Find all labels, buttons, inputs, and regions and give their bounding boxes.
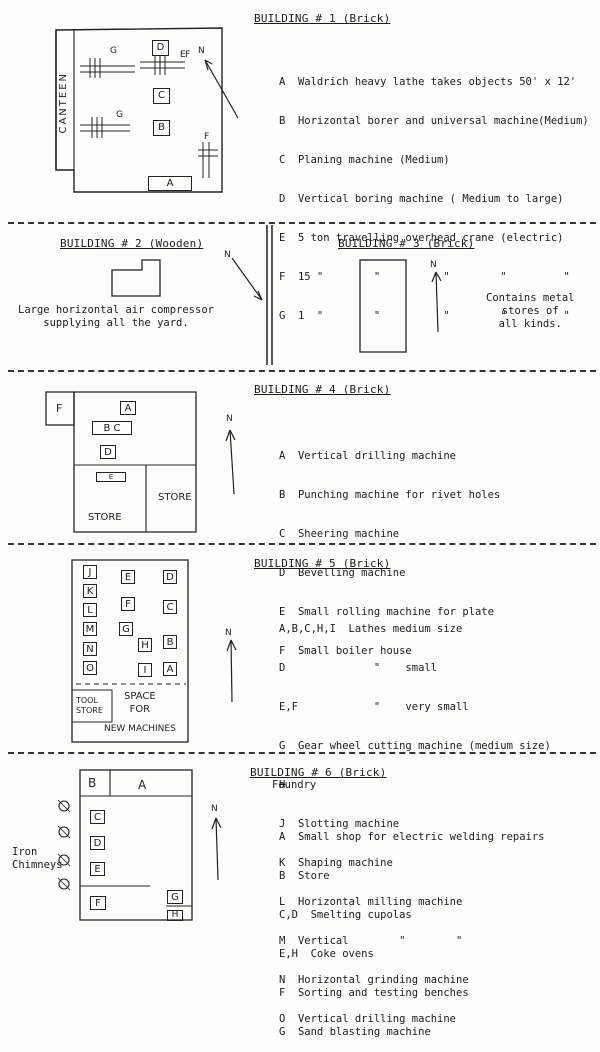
b4-store1: STORE [88, 512, 122, 523]
divider [8, 543, 596, 545]
b4-store2: STORE [158, 492, 192, 503]
b1-legend-item: G 1 " " " " " [279, 310, 570, 322]
b2-north: N [224, 250, 231, 260]
b5-legend-item: A,B,C,H,I Lathes medium size [279, 623, 463, 635]
b3-note: Contains metal stores of all kinds. [486, 292, 575, 330]
b5-label-m: M [83, 622, 97, 636]
b6-iron-chimneys: Iron Chimneys [12, 846, 63, 871]
b1-label-g2: G [116, 110, 123, 120]
b5-label-l: L [83, 603, 97, 617]
b6-legend-item: E,H Coke ovens [279, 948, 374, 960]
b4-label-a: A [120, 401, 136, 415]
b4-legend-item: F Small boiler house [279, 645, 412, 657]
b5-label-j: J [83, 565, 97, 579]
b1-legend: A Waldrich heavy lathe takes objects 50'… [279, 50, 589, 336]
building3-title: BUILDING # 3 (Brick) [338, 237, 475, 250]
b6-legend-item: A Small shop for electric welding repair… [279, 831, 545, 843]
b6-label-g: G [167, 890, 183, 904]
divider [8, 370, 596, 372]
b6-subtitle: Foundry [272, 779, 317, 791]
building4-title: BUILDING # 4 (Brick) [254, 383, 391, 396]
canteen-label: CANTEEN [58, 72, 69, 134]
b6-label-e: E [90, 862, 105, 876]
b4-legend-item: A Vertical drilling machine [279, 450, 457, 462]
b5-label-n: N [83, 642, 97, 656]
b5-legend-item: H [279, 779, 286, 791]
b6-legend-item: F Sorting and testing benches [279, 987, 469, 999]
b5-label-c: C [163, 600, 177, 614]
b6-legend-item: C,D Smelting cupolas [279, 909, 412, 921]
b4-legend-item: B Punching machine for rivet holes [279, 489, 501, 501]
b5-new-machines: NEW MACHINES [104, 724, 176, 734]
b4-label-e: E [96, 472, 126, 482]
b5-tool-store: TOOL STORE [76, 696, 103, 715]
b1-label-d: D [152, 40, 169, 56]
divider [8, 752, 596, 754]
b5-label-i: I [138, 663, 152, 677]
b1-legend-item: B Horizontal borer and universal machine… [279, 115, 589, 127]
b6-legend: A Small shop for electric welding repair… [279, 805, 545, 1052]
building2-title: BUILDING # 2 (Wooden) [60, 237, 204, 250]
b1-legend-item: D Vertical boring machine ( Medium to la… [279, 193, 564, 205]
b5-label-b: B [163, 635, 177, 649]
b5-space-for: SPACE FOR [124, 691, 156, 715]
b5-label-f: F [121, 597, 135, 611]
b1-legend-item: A Waldrich heavy lathe takes objects 50'… [279, 76, 577, 88]
b4-label-b: B [103, 423, 111, 434]
b4-legend-item: C Sheering machine [279, 528, 400, 540]
b4-north: N [226, 414, 233, 424]
building1-title: BUILDING # 1 (Brick) [254, 12, 391, 25]
b4-legend-item: D Bevelling machine [279, 567, 406, 579]
b5-label-k: K [83, 584, 97, 598]
b5-label-e: E [121, 570, 135, 584]
b5-legend-item: K Shaping machine [279, 857, 393, 869]
b6-label-d: D [90, 836, 105, 850]
b5-label-a: A [163, 662, 177, 676]
b4-label-f: F [56, 402, 63, 415]
b1-label-g1: G [110, 46, 117, 56]
divider [8, 222, 596, 224]
b1-label-b: B [153, 120, 170, 136]
b1-legend-item: E 5 ton travelling overhead crane (elect… [279, 232, 564, 244]
b6-label-h: H [167, 910, 183, 921]
b1-legend-item: C Planing machine (Medium) [279, 154, 450, 166]
b1-label-f: F [185, 50, 191, 60]
b1-legend-item: F 15 " " " " " [279, 271, 570, 283]
b4-legend: A Vertical drilling machine B Punching m… [279, 424, 500, 671]
building6-title: BUILDING # 6 (Brick) [250, 766, 387, 779]
b4-label-c: C [113, 423, 121, 434]
b5-legend-item: E,F " very small [279, 701, 469, 713]
b1-north: N [198, 46, 205, 56]
b6-label-b: B [88, 776, 97, 790]
b5-north: N [225, 628, 232, 638]
b6-legend-item: G Sand blasting machine [279, 1026, 431, 1038]
b3-north: N [430, 260, 437, 270]
b1-label-e: E [180, 50, 186, 60]
b5-legend-item: J Slotting machine [279, 818, 400, 830]
b1-label-f2: F [204, 132, 210, 142]
b2-note: Large horizontal air compressor supplyin… [18, 304, 214, 329]
b1-label-a: A [148, 176, 192, 191]
b6-label-a: A [138, 778, 147, 792]
b4-legend-item: E Small rolling machine for plate [279, 606, 494, 618]
b5-legend-item: G Gear wheel cutting machine (medium siz… [279, 740, 551, 752]
building-outlines [45, 27, 442, 921]
b6-label-f: F [90, 896, 106, 910]
b1-label-c: C [153, 88, 170, 104]
b4-label-d: D [100, 445, 116, 459]
b6-legend-item: B Store [279, 870, 330, 882]
b5-label-h: H [138, 638, 152, 652]
building5-title: BUILDING # 5 (Brick) [254, 557, 391, 570]
b4-label-bc: B C [92, 421, 132, 435]
b5-legend-item: L Horizontal milling machine [279, 896, 463, 908]
b5-label-o: O [83, 661, 97, 675]
b5-label-g: G [119, 622, 133, 636]
b6-label-c: C [90, 810, 105, 824]
b5-legend-item: D " small [279, 662, 438, 674]
b5-label-d: D [163, 570, 177, 584]
b6-north: N [211, 804, 218, 814]
